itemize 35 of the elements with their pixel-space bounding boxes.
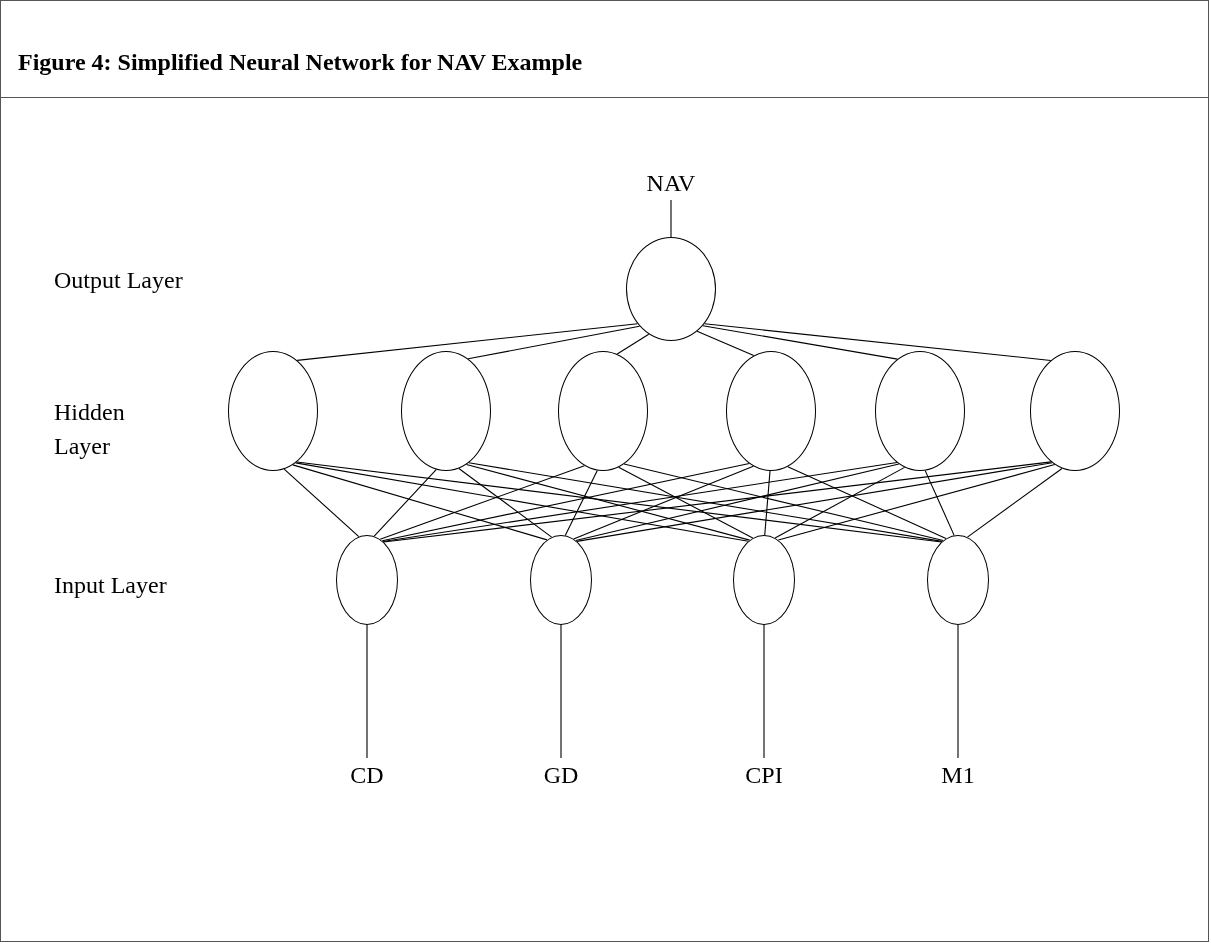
connection-line — [774, 466, 906, 539]
neuron-circle — [733, 535, 795, 625]
connection-line — [966, 467, 1063, 538]
connection-line — [696, 330, 755, 357]
connection-line — [618, 466, 754, 539]
connection-line — [458, 467, 553, 538]
connection-line — [564, 469, 598, 536]
neuron-circle — [530, 535, 592, 625]
connection-line — [670, 199, 672, 238]
connection-line — [381, 463, 750, 542]
layer-label: Hidden Layer — [54, 398, 126, 461]
connection-line — [623, 463, 944, 541]
connection-line — [292, 464, 548, 541]
layer-label: Input Layer — [54, 571, 168, 600]
variable-label: CPI — [734, 758, 794, 792]
connection-line — [295, 462, 749, 542]
connection-line — [763, 624, 765, 759]
figure-title: Figure 4: Simplified Neural Network for NAV Example — [18, 48, 583, 77]
connection-line — [366, 624, 368, 759]
variable-label: NAV — [636, 166, 706, 200]
layer-label: Output Layer — [54, 266, 184, 295]
connection-line — [560, 624, 562, 759]
connection-line — [787, 466, 947, 540]
connection-line — [373, 469, 437, 537]
variable-label: CD — [337, 758, 397, 792]
connection-line — [575, 463, 900, 542]
connection-line — [764, 470, 771, 536]
connection-line — [616, 333, 650, 355]
connection-line — [957, 624, 959, 759]
variable-label: GD — [531, 758, 591, 792]
connection-line — [283, 468, 360, 538]
variable-label: M1 — [928, 758, 988, 792]
connection-line — [924, 470, 955, 536]
connection-line — [573, 465, 754, 540]
connection-line — [379, 465, 585, 540]
